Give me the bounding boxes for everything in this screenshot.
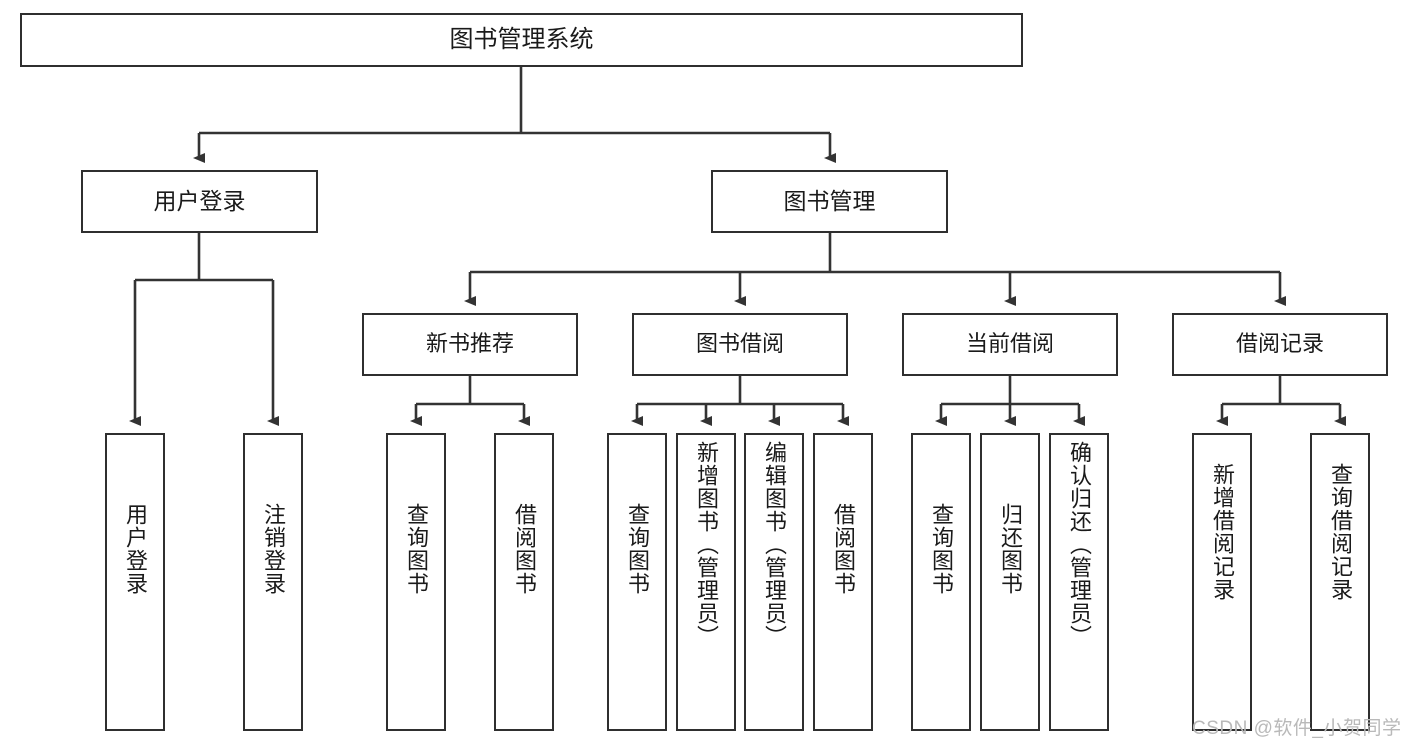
node-current-borrow[interactable]: 当前借阅 <box>902 313 1118 376</box>
node-borrow-record[interactable]: 借阅记录 <box>1172 313 1388 376</box>
node-borrow-record-label: 借阅记录 <box>1235 331 1324 357</box>
node-leaf-user-login-label: 用户登录 <box>123 503 148 595</box>
node-leaf-return-book-label: 归还图书 <box>998 503 1023 595</box>
node-leaf-return-book[interactable]: 归还图书 <box>980 433 1040 731</box>
node-leaf-add-book[interactable]: 新增图书（管理员） <box>676 433 736 731</box>
node-leaf-query-book-2-label: 查询图书 <box>625 503 650 595</box>
node-leaf-add-book-label: 新增图书（管理员） <box>694 441 719 648</box>
node-leaf-query-book-3[interactable]: 查询图书 <box>911 433 971 731</box>
node-new-book-recommend-label: 新书推荐 <box>425 331 514 357</box>
node-leaf-edit-book-label: 编辑图书（管理员） <box>762 441 787 648</box>
node-leaf-query-book-2[interactable]: 查询图书 <box>607 433 667 731</box>
node-root-label: 图书管理系统 <box>449 25 594 53</box>
node-leaf-borrow-book-2-label: 借阅图书 <box>831 503 856 595</box>
node-leaf-logout[interactable]: 注销登录 <box>243 433 303 731</box>
node-leaf-borrow-book-1-label: 借阅图书 <box>512 503 537 595</box>
node-book-borrow[interactable]: 图书借阅 <box>632 313 848 376</box>
node-leaf-confirm-return-label: 确认归还（管理员） <box>1067 441 1092 648</box>
node-leaf-confirm-return[interactable]: 确认归还（管理员） <box>1049 433 1109 731</box>
node-user-login-label: 用户登录 <box>153 187 246 214</box>
node-book-borrow-label: 图书借阅 <box>695 331 784 357</box>
node-book-management[interactable]: 图书管理 <box>711 170 948 233</box>
node-leaf-query-book-1[interactable]: 查询图书 <box>386 433 446 731</box>
node-leaf-query-book-3-label: 查询图书 <box>929 503 954 595</box>
node-book-management-label: 图书管理 <box>783 187 876 214</box>
watermark-text: CSDN @软件_小贺同学 <box>1192 718 1402 739</box>
node-new-book-recommend[interactable]: 新书推荐 <box>362 313 578 376</box>
node-leaf-borrow-book-1[interactable]: 借阅图书 <box>494 433 554 731</box>
node-leaf-edit-book[interactable]: 编辑图书（管理员） <box>744 433 804 731</box>
node-leaf-user-login[interactable]: 用户登录 <box>105 433 165 731</box>
node-leaf-query-book-1-label: 查询图书 <box>404 503 429 595</box>
node-leaf-query-record[interactable]: 查询借阅记录 <box>1310 433 1370 731</box>
node-leaf-add-record[interactable]: 新增借阅记录 <box>1192 433 1252 731</box>
node-leaf-add-record-label: 新增借阅记录 <box>1210 463 1235 601</box>
node-leaf-logout-label: 注销登录 <box>261 503 286 595</box>
node-current-borrow-label: 当前借阅 <box>965 331 1054 357</box>
node-leaf-query-record-label: 查询借阅记录 <box>1328 463 1353 601</box>
node-leaf-borrow-book-2[interactable]: 借阅图书 <box>813 433 873 731</box>
node-user-login[interactable]: 用户登录 <box>81 170 318 233</box>
node-root[interactable]: 图书管理系统 <box>20 13 1023 67</box>
